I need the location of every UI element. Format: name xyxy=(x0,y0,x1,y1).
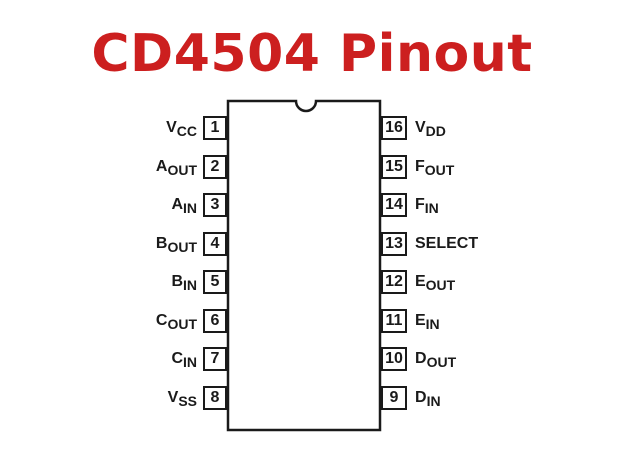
page-title: CD4504 Pinout xyxy=(91,24,533,84)
pin-label: EOUT xyxy=(415,271,456,293)
pin-label-sub: IN xyxy=(183,277,197,293)
pin-label-sub: OUT xyxy=(424,161,455,178)
pin-label-main: E xyxy=(415,311,426,329)
chip-outline xyxy=(226,99,382,432)
pin-label-main: B xyxy=(171,273,183,290)
pin-number-box: 5 xyxy=(203,270,227,294)
pin-label-main: C xyxy=(155,311,168,329)
pin-label-main: B xyxy=(155,234,168,252)
pin-label-main: V xyxy=(166,119,177,136)
pin-label-main: SELECT xyxy=(415,234,479,252)
pin-label-sub: IN xyxy=(183,354,197,370)
pin-number-box: 2 xyxy=(203,154,227,179)
pin-label: EIN xyxy=(415,310,440,332)
pin-number-box: 15 xyxy=(381,154,407,179)
pin-number-box: 3 xyxy=(203,193,227,217)
pin-label: CIN xyxy=(137,348,197,370)
pin-label: VDD xyxy=(415,117,446,139)
pin-label: DIN xyxy=(415,387,441,409)
pin-label-sub: OUT xyxy=(167,315,197,332)
pin-number-box: 7 xyxy=(203,347,227,371)
pin-label: FOUT xyxy=(415,156,455,178)
pin-number-box: 8 xyxy=(203,385,227,410)
pin-label-sub: OUT xyxy=(167,238,197,255)
pin-label-sub: IN xyxy=(183,200,197,216)
pin-label-sub: IN xyxy=(426,392,441,409)
pin-label-main: V xyxy=(167,388,179,406)
pin-label: AOUT xyxy=(137,156,197,178)
pin-number-box: 13 xyxy=(381,231,407,256)
pin-number-box: 6 xyxy=(203,308,227,333)
pin-label-sub: IN xyxy=(425,315,440,332)
pin-label: DOUT xyxy=(415,348,457,370)
pin-label-main: C xyxy=(171,350,183,367)
pin-label: SELECT xyxy=(415,233,478,254)
pin-label-main: D xyxy=(415,388,427,406)
pin-label-main: D xyxy=(415,350,427,367)
pin-label: AIN xyxy=(137,194,197,216)
pin-number-box: 16 xyxy=(381,116,407,140)
pin-label: COUT xyxy=(137,310,197,332)
pin-number-box: 10 xyxy=(381,347,407,371)
pin-label-sub: IN xyxy=(424,200,439,216)
pin-label-main: V xyxy=(415,119,426,136)
pin-label-sub: OUT xyxy=(167,161,197,178)
pin-label-sub: OUT xyxy=(425,277,456,293)
pin-label-sub: CC xyxy=(176,123,197,139)
pin-label-main: A xyxy=(155,157,168,175)
pin-number-box: 9 xyxy=(381,385,407,410)
pin-label: FIN xyxy=(415,194,439,216)
pin-label-main: F xyxy=(415,196,425,213)
pin-number-box: 1 xyxy=(203,116,227,140)
pin-label-sub: DD xyxy=(425,123,446,139)
pin-number-box: 14 xyxy=(381,193,407,217)
pin-label-main: E xyxy=(415,273,426,290)
pin-number-box: 11 xyxy=(381,308,407,333)
pin-label-main: F xyxy=(415,157,425,175)
pin-label: VCC xyxy=(137,117,197,139)
pin-number-box: 4 xyxy=(203,231,227,256)
pin-label-sub: SS xyxy=(178,392,197,409)
pin-number-box: 12 xyxy=(381,270,407,294)
pin-label: BIN xyxy=(137,271,197,293)
pin-label-sub: OUT xyxy=(426,354,457,370)
pin-label: VSS xyxy=(137,387,197,409)
pin-label: BOUT xyxy=(137,233,197,255)
pin-label-main: A xyxy=(171,196,183,213)
